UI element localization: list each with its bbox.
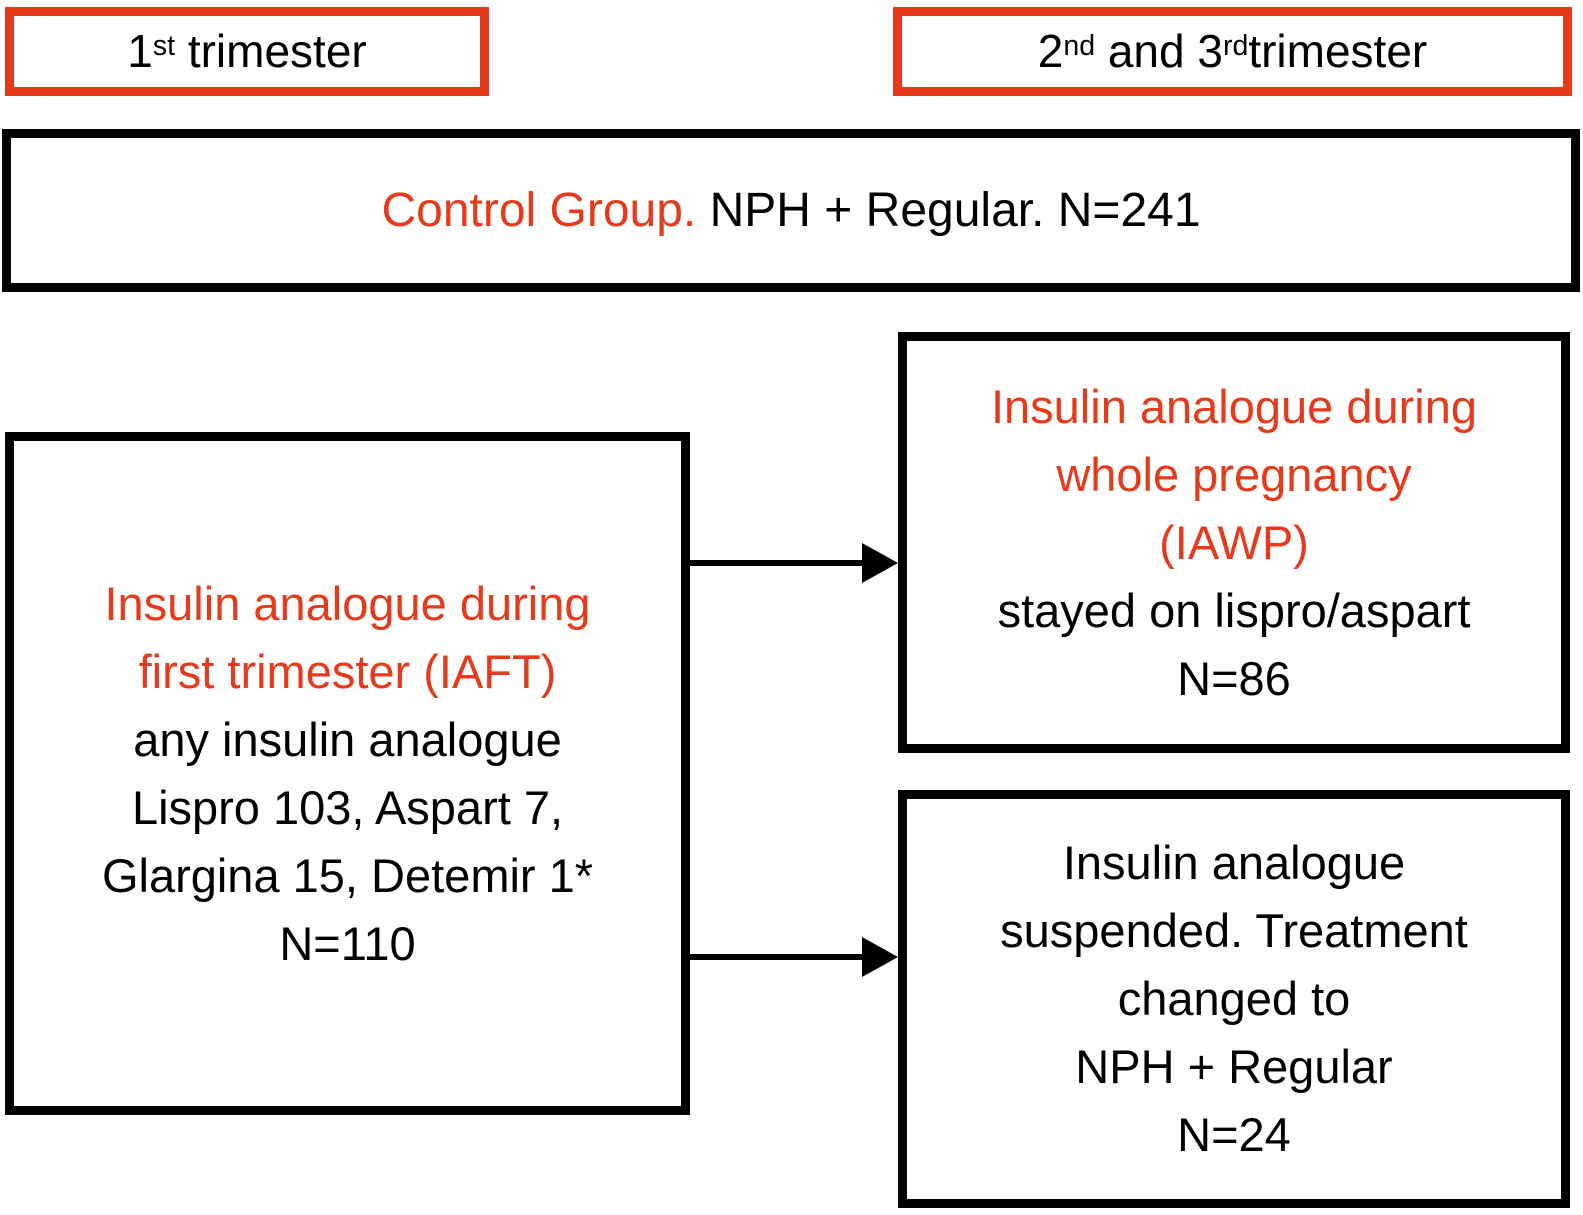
iawp-title-line-3: (IAWP) [1159, 515, 1309, 569]
trimester-2-3-header-box: 2nd and 3rdtrimester [893, 7, 1572, 96]
suspended-line-3: changed to [1117, 972, 1351, 1025]
suspended-line-1: Insulin analogue [1062, 836, 1406, 889]
iawp-count-line: N=86 [1177, 651, 1291, 705]
suspended-line-4: NPH + Regular [1075, 1040, 1393, 1093]
superscript-st: st [152, 30, 176, 63]
suspended-line-2: suspended. Treatment [1000, 904, 1468, 957]
iawp-title-line-1: Insulin analogue during [990, 379, 1478, 433]
iaft-detail-line-3: Glargina 15, Detemir 1* [101, 848, 594, 902]
control-group-box: Control Group. NPH + Regular. N=241 [2, 129, 1580, 292]
superscript-rd: rd [1222, 30, 1249, 63]
iawp-box: Insulin analogue during whole pregnancy … [898, 332, 1570, 753]
arrow-head-icon [862, 937, 898, 977]
trimester-1-header-box: 1st trimester [5, 7, 489, 96]
control-group-detail: NPH + Regular. N=241 [696, 184, 1201, 237]
suspended-count-line: N=24 [1177, 1108, 1291, 1161]
arrow-head-icon [862, 543, 898, 583]
iaft-title-line-1: Insulin analogue during [104, 576, 591, 630]
trimester-1-label: 1st trimester [127, 25, 367, 78]
arrow-shaft [690, 560, 866, 566]
iawp-title-line-2: whole pregnancy [1056, 447, 1412, 501]
iaft-detail-line-1: any insulin analogue [133, 712, 562, 766]
arrow-shaft [690, 954, 866, 960]
control-group-highlight: Control Group. [381, 184, 697, 237]
arrow-iaft-to-iawp [690, 543, 898, 583]
iaft-box: Insulin analogue during first trimester … [5, 432, 690, 1115]
suspended-box: Insulin analogue suspended. Treatment ch… [898, 790, 1570, 1208]
control-group-label: Control Group. NPH + Regular. N=241 [381, 183, 1200, 238]
superscript-nd: nd [1063, 30, 1096, 63]
iaft-title-line-2: first trimester (IAFT) [138, 644, 557, 698]
arrow-iaft-to-suspended [690, 937, 898, 977]
iaft-detail-line-2: Lispro 103, Aspart 7, [131, 780, 564, 834]
trimester-2-3-label: 2nd and 3rdtrimester [1037, 25, 1428, 78]
iawp-detail-line-1: stayed on lispro/aspart [997, 583, 1471, 637]
iaft-count-line: N=110 [279, 916, 416, 970]
